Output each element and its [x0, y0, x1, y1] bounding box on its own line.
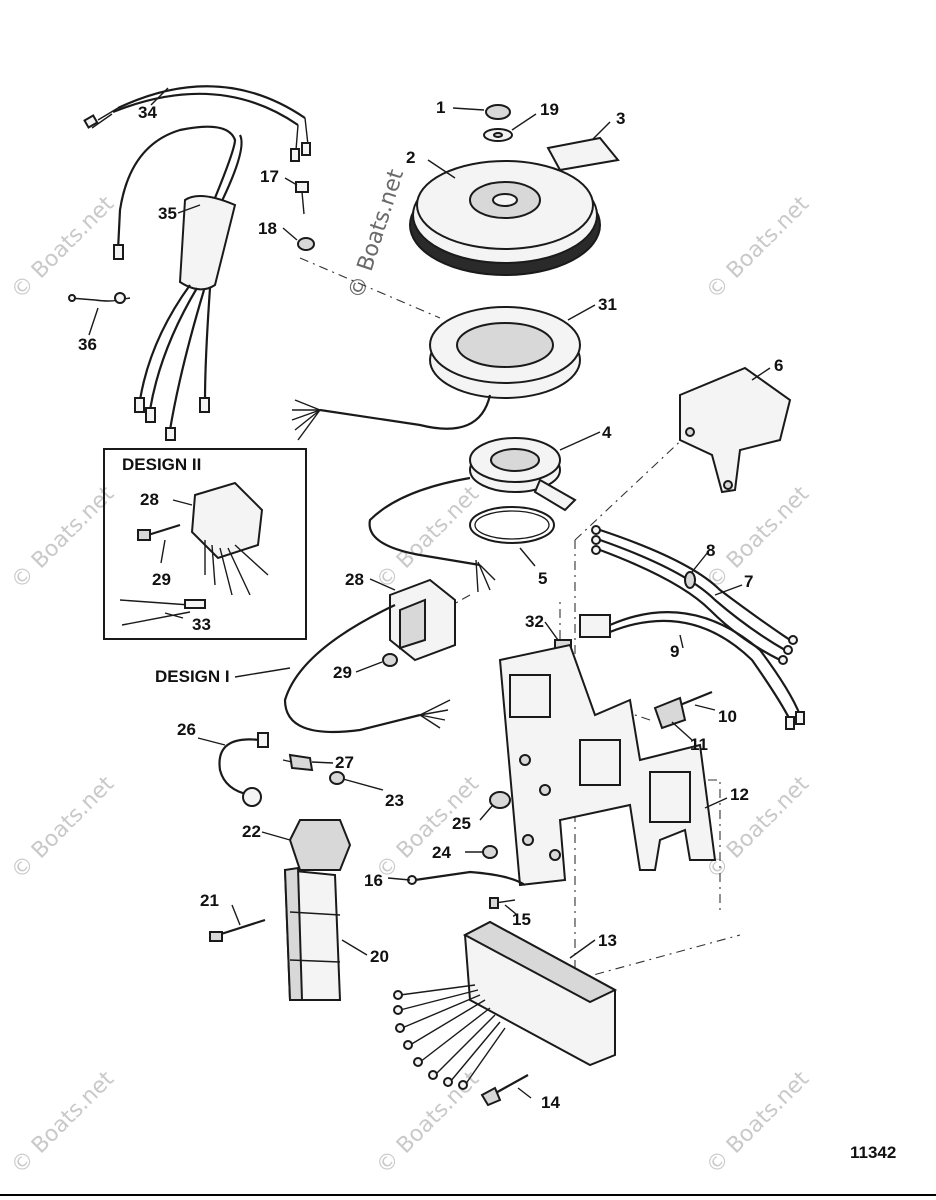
- part-26-lead: [218, 732, 269, 807]
- callout-18: 18: [258, 219, 277, 238]
- callout-29-design-ii: 29: [152, 570, 171, 589]
- callout-35: 35: [158, 204, 177, 223]
- callout-33: 33: [192, 615, 211, 634]
- callout-27: 27: [335, 753, 354, 772]
- callout-8: 8: [706, 541, 715, 560]
- callout-20: 20: [370, 947, 389, 966]
- callout-9: 9: [670, 642, 679, 661]
- part-35-capacitor: [113, 125, 243, 441]
- part-6-bracket: [679, 366, 792, 494]
- bottom-rule: [0, 1194, 936, 1196]
- callout-16: 16: [364, 871, 383, 890]
- callout-6: 6: [774, 356, 783, 375]
- watermark-text: © Boats.net: [702, 1066, 815, 1179]
- callout-12: 12: [730, 785, 749, 804]
- watermark-text: © Boats.net: [7, 481, 120, 594]
- part-34-harness: [83, 85, 311, 162]
- part-12-plate: [498, 643, 717, 887]
- watermark-text: © Boats.net: [702, 481, 815, 594]
- part-31-stator: [291, 306, 581, 441]
- callout-26: 26: [177, 720, 196, 739]
- callout-7: 7: [744, 572, 753, 591]
- callout-25: 25: [452, 814, 471, 833]
- callout-28-design-i: 28: [345, 570, 364, 589]
- design-i-module: [283, 578, 456, 734]
- callout-5: 5: [538, 569, 547, 588]
- callout-23: 23: [385, 791, 404, 810]
- callout-4: 4: [602, 423, 612, 442]
- callout-10: 10: [718, 707, 737, 726]
- part-2-flywheel: [409, 160, 601, 276]
- watermark-layer: © Boats.net © Boats.net © Boats.net © Bo…: [7, 166, 815, 1179]
- callout-36: 36: [78, 335, 97, 354]
- callout-24: 24: [432, 843, 451, 862]
- callout-28-design-ii: 28: [140, 490, 159, 509]
- callout-14: 14: [541, 1093, 560, 1112]
- part-27-switch: [282, 753, 314, 772]
- callout-34: 34: [138, 103, 157, 122]
- callout-1: 1: [436, 98, 445, 117]
- callout-2: 2: [406, 148, 415, 167]
- part-14-screw: [480, 1074, 529, 1107]
- callout-21: 21: [200, 891, 219, 910]
- callout-13: 13: [598, 931, 617, 950]
- callout-numbers: 1 19 3 2 17 18 31 4 5 6 8 7 9 10 11 12 1…: [78, 98, 783, 1112]
- part-13-module: [393, 920, 618, 1090]
- watermark-text-center: © Boats.net: [344, 166, 409, 302]
- callout-15: 15: [512, 910, 531, 929]
- watermark-text: © Boats.net: [702, 771, 815, 884]
- callout-11: 11: [690, 735, 708, 754]
- watermark-text: © Boats.net: [7, 771, 120, 884]
- part-17-screw: [295, 181, 315, 251]
- callout-22: 22: [242, 822, 261, 841]
- leader-lines: [88, 87, 771, 1099]
- watermark-text: © Boats.net: [702, 191, 815, 304]
- part-1-nut: [483, 104, 513, 142]
- callout-31: 31: [598, 295, 617, 314]
- part-4-trigger: [368, 437, 577, 593]
- part-25-grommet: [482, 791, 511, 859]
- design-ii-label: DESIGN II: [122, 455, 201, 474]
- callout-29-design-i: 29: [333, 663, 352, 682]
- part-20-coil-pack: [209, 866, 342, 1001]
- callout-19: 19: [540, 100, 559, 119]
- part-10-screw: [653, 690, 713, 730]
- callout-3: 3: [616, 109, 625, 128]
- part-9-harness: [579, 611, 805, 730]
- figure-number: 11342: [850, 1143, 896, 1162]
- callout-32: 32: [525, 612, 544, 631]
- part-3-key: [546, 136, 620, 172]
- callout-17: 17: [260, 167, 279, 186]
- part-36-lead: [68, 292, 131, 304]
- part-5-gasket: [469, 506, 555, 544]
- design-i-label: DESIGN I: [155, 667, 230, 686]
- watermark-text: © Boats.net: [372, 481, 485, 594]
- watermark-text: © Boats.net: [7, 191, 120, 304]
- watermark-text: © Boats.net: [7, 1066, 120, 1179]
- part-22-coil: [288, 771, 352, 871]
- part-16-ground-lead: [407, 870, 526, 909]
- design-ii-box: [103, 448, 307, 640]
